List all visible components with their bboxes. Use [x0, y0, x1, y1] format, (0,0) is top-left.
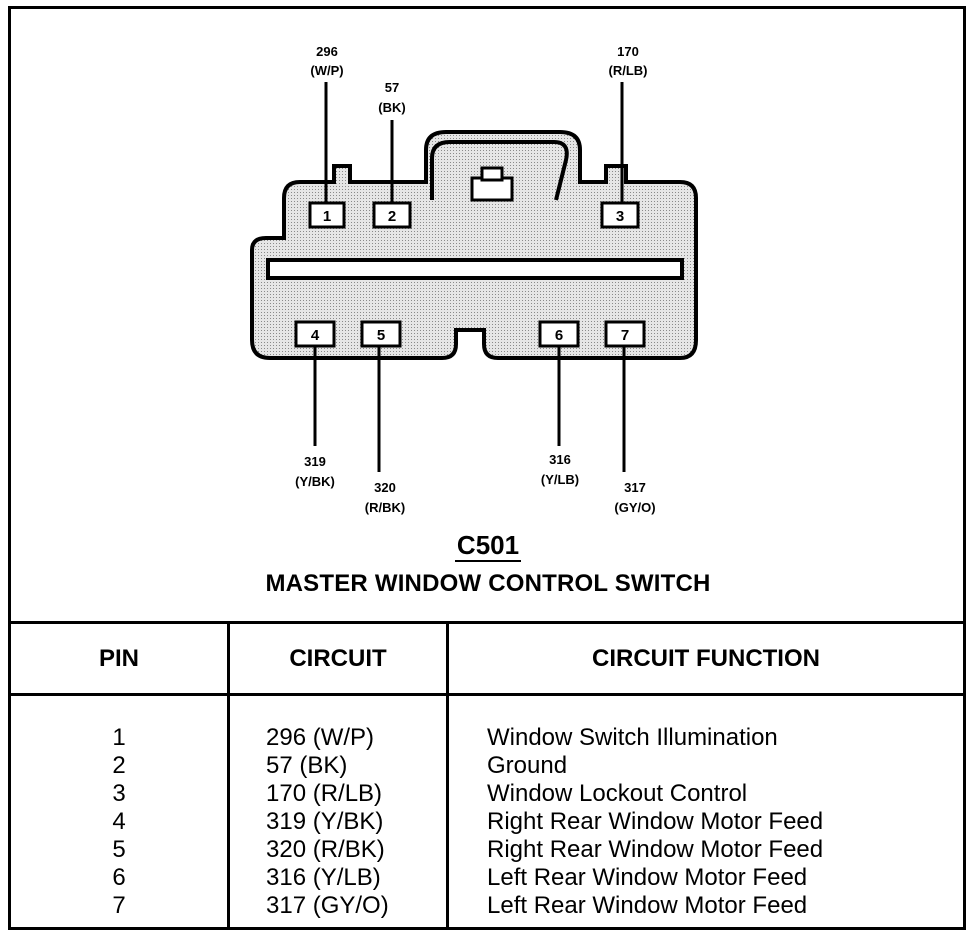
svg-text:1: 1 [323, 208, 331, 225]
table-row-pin: 7 [112, 892, 126, 919]
connector-slot [266, 258, 684, 280]
wire-label-7-circuit: 317 [624, 480, 646, 495]
connector-id-text: C501 [454, 530, 522, 562]
connector-name: MASTER WINDOW CONTROL SWITCH [265, 570, 711, 597]
table-header-rule [11, 693, 963, 696]
pin-1: 1 [308, 201, 346, 229]
table-row-function: Window Lockout Control [487, 780, 748, 807]
wire-label-2-color: (BK) [378, 100, 405, 115]
wire-label-1-color: (W/P) [310, 63, 343, 78]
table-row-pin: 5 [112, 836, 126, 863]
table-row-function: Right Rear Window Motor Feed [487, 836, 824, 863]
function-column: Window Switch Illumination Ground Window… [487, 724, 957, 920]
wire-label-2-circuit: 57 [385, 80, 399, 95]
table-top-rule [11, 621, 963, 624]
wire-label-1-circuit: 296 [316, 44, 338, 59]
wire-label-5-color: (R/BK) [365, 500, 405, 515]
pin-3: 3 [600, 201, 640, 229]
pin-2: 2 [372, 201, 412, 229]
svg-text:5: 5 [377, 327, 385, 344]
table-row-pin: 3 [112, 780, 126, 807]
connector-id: C501 [0, 530, 976, 562]
table-row-function: Left Rear Window Motor Feed [487, 892, 808, 919]
circuit-column: 296 (W/P) 57 (BK) 170 (R/LB) 319 (Y/BK) … [266, 724, 446, 920]
table-row-function: Window Switch Illumination [487, 724, 778, 751]
header-pin: PIN [98, 645, 139, 672]
wire-label-3-circuit: 170 [617, 44, 639, 59]
table-col-divider-1 [227, 621, 230, 927]
connector-latch [430, 140, 569, 201]
table-row-circuit: 170 (R/LB) [266, 780, 383, 807]
table-row-pin: 4 [112, 808, 126, 835]
table-row-circuit: 57 (BK) [266, 752, 348, 779]
table-row-pin: 2 [112, 752, 126, 779]
pin-5: 5 [360, 320, 402, 348]
table-row-function: Left Rear Window Motor Feed [487, 864, 808, 891]
wire-label-4-color: (Y/BK) [295, 474, 335, 489]
wire-label-3-color: (R/LB) [609, 63, 648, 78]
connector-diagram: 1 2 3 4 5 6 7 296 (W/P) 57 (BK) 170 (R/L… [250, 44, 698, 515]
pin-4: 4 [294, 320, 336, 348]
svg-text:7: 7 [621, 327, 629, 344]
table-row-circuit: 319 (Y/BK) [266, 808, 384, 835]
wire-label-7-color: (GY/O) [614, 500, 655, 515]
latch-tab-top [480, 166, 504, 182]
table-row-function: Ground [487, 752, 568, 779]
svg-text:2: 2 [388, 208, 396, 225]
table-row-circuit: 316 (Y/LB) [266, 864, 381, 891]
pin-column: 1 2 3 4 5 6 7 [11, 724, 227, 920]
header-circuit: CIRCUIT [289, 645, 387, 672]
table-row-circuit: 320 (R/BK) [266, 836, 385, 863]
table-row-circuit: 296 (W/P) [266, 724, 375, 751]
connector-body [250, 130, 698, 360]
wire-label-6-color: (Y/LB) [541, 472, 579, 487]
svg-text:3: 3 [616, 208, 624, 225]
pin-7: 7 [604, 320, 646, 348]
wire-label-4-circuit: 319 [304, 454, 326, 469]
table-row-pin: 6 [112, 864, 126, 891]
wire-label-6-circuit: 316 [549, 452, 571, 467]
wire-label-5-circuit: 320 [374, 480, 396, 495]
table-col-divider-2 [446, 621, 449, 927]
table-row-pin: 1 [112, 724, 126, 751]
pin-6: 6 [538, 320, 580, 348]
svg-text:4: 4 [311, 327, 320, 344]
svg-text:6: 6 [555, 327, 563, 344]
table-row-circuit: 317 (GY/O) [266, 892, 389, 919]
header-circuit-function: CIRCUIT FUNCTION [592, 645, 820, 672]
table-row-function: Right Rear Window Motor Feed [487, 808, 824, 835]
